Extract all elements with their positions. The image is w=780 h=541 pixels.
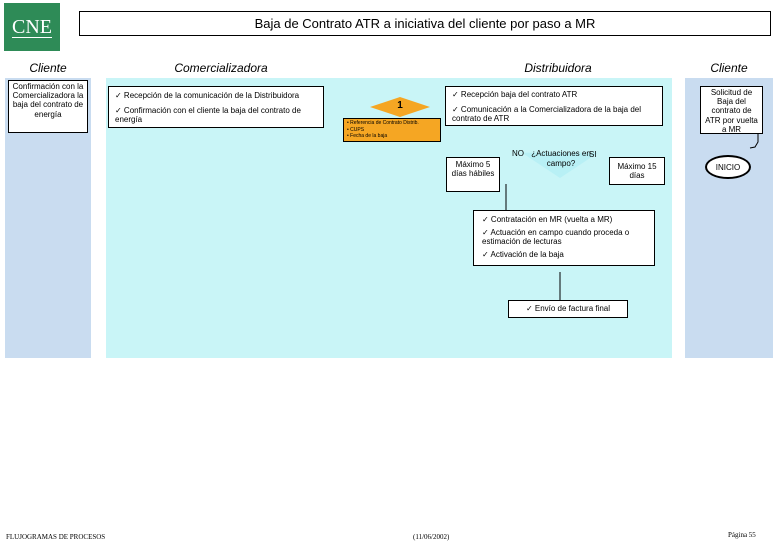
- start-oval: INICIO: [705, 155, 751, 179]
- max-5-days-box: Máximo 5 días hábiles: [446, 157, 500, 192]
- max-15-days-box: Máximo 15 días: [609, 157, 665, 185]
- decision-no-label: NO: [512, 149, 524, 158]
- dis-item-communication: ✓ Comunicación a la Comercializadora de …: [452, 104, 642, 124]
- decision-si-label: SI: [589, 150, 597, 159]
- invoice-box: ✓ Envío de factura final: [508, 300, 628, 318]
- action-contracting: ✓ Contratación en MR (vuelta a MR): [482, 215, 613, 224]
- lane-header-cliente-right: Cliente: [710, 61, 748, 75]
- lane-header-cliente-left: Cliente: [29, 61, 67, 75]
- cliente-confirmation-box: Confirmación con la Comercializadora la …: [8, 80, 88, 133]
- cliente-request-box: Solicitud de Baja del contrato de ATR po…: [700, 86, 763, 134]
- com-item-confirmation: ✓ Confirmación con el cliente la baja de…: [115, 105, 301, 125]
- step-data-date: • Fecha de la baja: [347, 133, 388, 139]
- action-activation: ✓ Activación de la baja: [482, 249, 564, 259]
- lane-header-distribuidora: Distribuidora: [524, 61, 592, 75]
- step-data-contract-ref: • Referencia de Contrato Distrib.: [347, 120, 419, 126]
- com-item-reception: ✓ Recepción de la comunicación de la Dis…: [115, 91, 300, 100]
- actions-box: ✓ Contratación en MR (vuelta a MR) ✓ Act…: [473, 210, 655, 266]
- step-data-cups: • CUPS: [347, 126, 365, 133]
- cliente-request-text: Solicitud de Baja del contrato de ATR po…: [705, 88, 758, 134]
- footer-center: (11/06/2002): [413, 533, 450, 541]
- step-data-box: • Referencia de Contrato Distrib. • CUPS…: [343, 118, 441, 142]
- dis-item-reception: ✓ Recepción baja del contrato ATR: [452, 90, 578, 99]
- max-15-days-text: Máximo 15 días: [617, 162, 657, 181]
- cliente-confirmation-text: Confirmación con la Comercializadora la …: [12, 82, 84, 119]
- footer-left: FLUJOGRAMAS DE PROCESOS: [6, 533, 106, 541]
- start-label: INICIO: [715, 162, 741, 172]
- lane-header-comercializadora: Comercializadora: [174, 61, 268, 75]
- comercializadora-box: ✓ Recepción de la comunicación de la Dis…: [108, 86, 324, 128]
- distribuidora-box: ✓ Recepción baja del contrato ATR ✓ Comu…: [445, 86, 663, 126]
- max-5-days-text: Máximo 5 días hábiles: [451, 160, 495, 179]
- step-1-number: 1: [397, 100, 403, 111]
- footer-right: Página 55: [728, 531, 756, 539]
- cne-logo: CNE: [4, 3, 60, 51]
- page-title: Baja de Contrato ATR a iniciativa del cl…: [79, 11, 771, 36]
- action-field-work: ✓ Actuación en campo cuando proceda o es…: [482, 227, 630, 247]
- step-1-diamond: [370, 97, 430, 117]
- decision-question: ¿Actuaciones en campo?: [531, 149, 591, 168]
- invoice-text: ✓ Envío de factura final: [525, 304, 611, 313]
